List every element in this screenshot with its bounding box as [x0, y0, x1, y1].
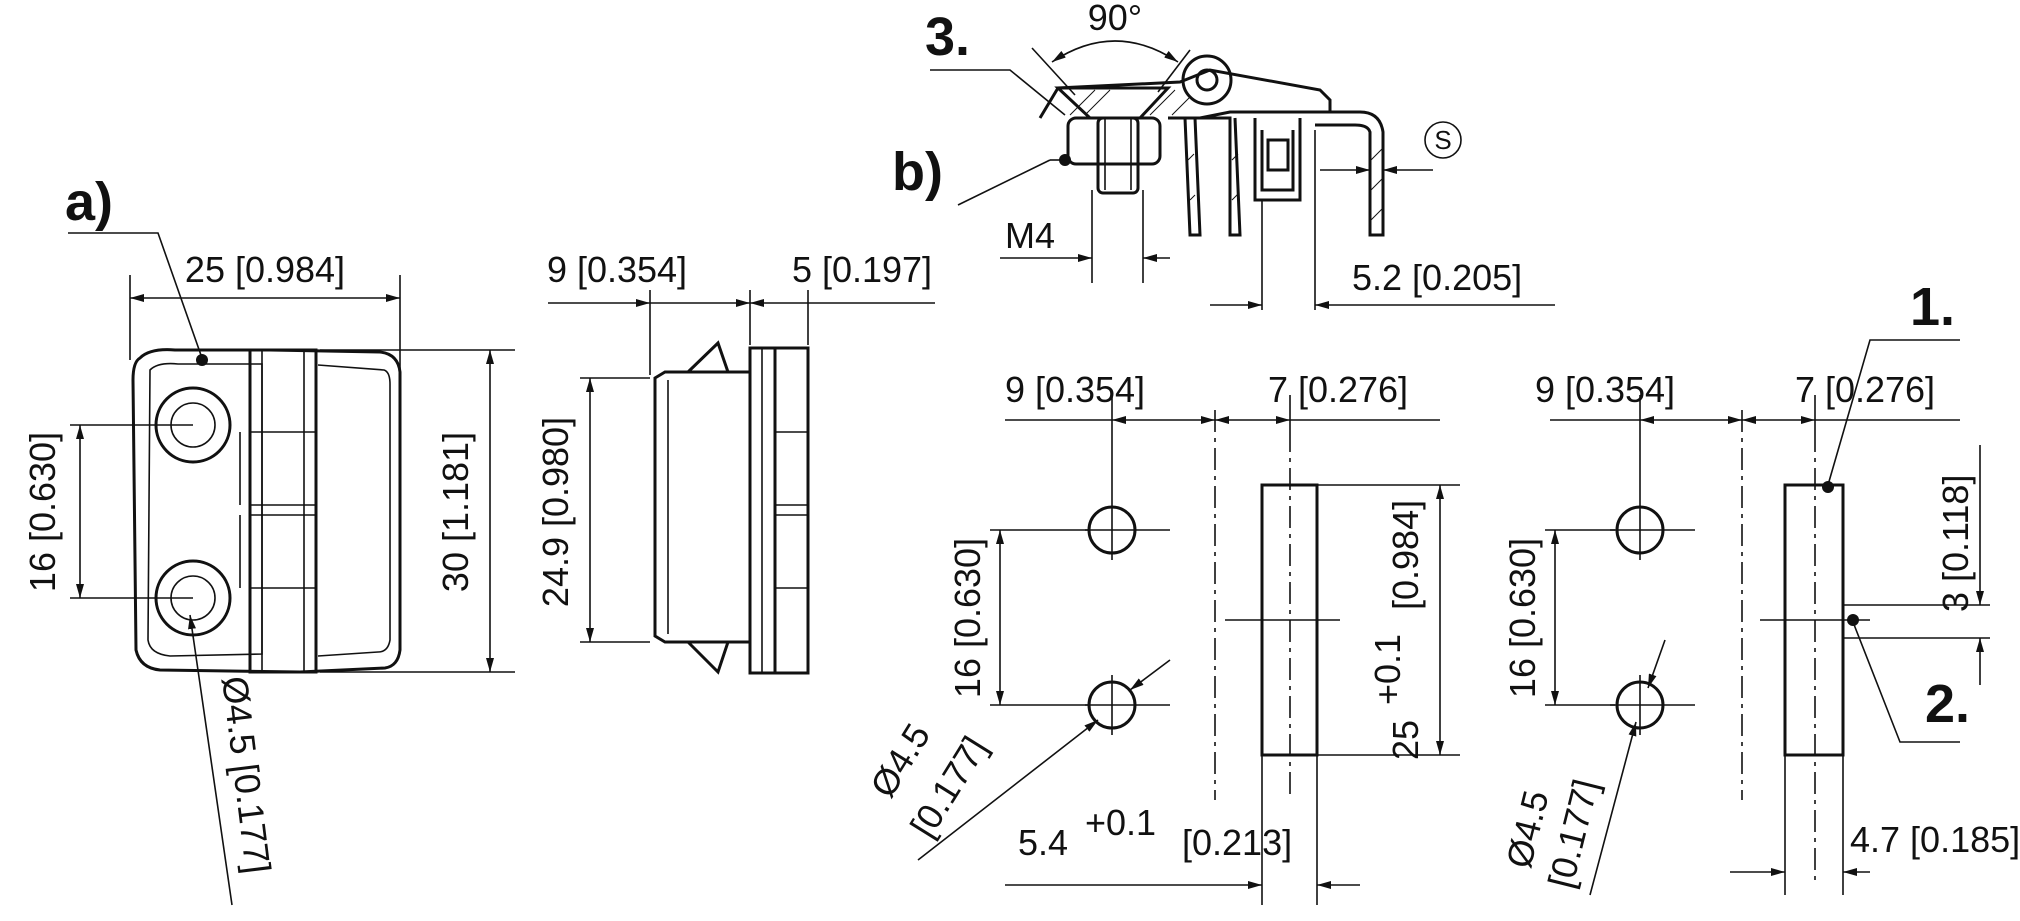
side-leaf-depth-dim: 9 [0.354]	[547, 249, 687, 290]
cutout-left-right-offset: 7 [0.276]	[1268, 369, 1408, 410]
cutout-right-right-offset: 7 [0.276]	[1795, 369, 1935, 410]
side-view	[548, 290, 935, 675]
callout-3: 3.	[925, 7, 970, 67]
section-thread-dim: M4	[1005, 215, 1055, 256]
cutout-left-slot-length-tol: +0.1	[1367, 634, 1408, 705]
callout-2: 2.	[1925, 674, 1970, 734]
cutout-right-view	[1545, 339, 1990, 896]
section-offset-dim: 5.2 [0.205]	[1352, 257, 1522, 298]
section-view	[930, 40, 1555, 310]
cutout-right-slot-width: 4.7 [0.185]	[1850, 819, 2020, 860]
cutout-left-slot-length-inch: [0.984]	[1385, 500, 1426, 610]
side-knuckle-depth-dim: 5 [0.197]	[792, 249, 932, 290]
callout-a: a)	[65, 172, 113, 232]
callout-b: b)	[892, 142, 943, 202]
cutout-left-view	[917, 395, 1460, 905]
cutout-right-diameter-b: [0.177]	[1540, 775, 1606, 892]
section-angle-dim: 90°	[1088, 0, 1142, 38]
side-body-height-dim: 24.9 [0.980]	[535, 417, 576, 607]
cutout-right-left-offset: 9 [0.354]	[1535, 369, 1675, 410]
front-height-dim: 30 [1.181]	[435, 432, 476, 592]
cutout-left-slot-length: 25	[1385, 720, 1426, 760]
cutout-left-left-offset: 9 [0.354]	[1005, 369, 1145, 410]
front-hole-spacing-dim: 16 [0.630]	[22, 432, 63, 592]
cutout-right-top-offset: 3 [0.118]	[1935, 475, 1976, 612]
cutout-left-slot-width-inch: [0.213]	[1182, 822, 1292, 863]
front-view	[68, 232, 515, 906]
front-width-dim: 25 [0.984]	[185, 249, 345, 290]
s-symbol: S	[1434, 125, 1451, 155]
callout-1: 1.	[1910, 277, 1955, 337]
cutout-left-slot-width-tol: +0.1	[1085, 802, 1156, 843]
cutout-left-slot-width: 5.4	[1018, 822, 1068, 863]
cutout-right-hole-spacing: 16 [0.630]	[1502, 538, 1543, 698]
cutout-left-hole-spacing: 16 [0.630]	[947, 538, 988, 698]
